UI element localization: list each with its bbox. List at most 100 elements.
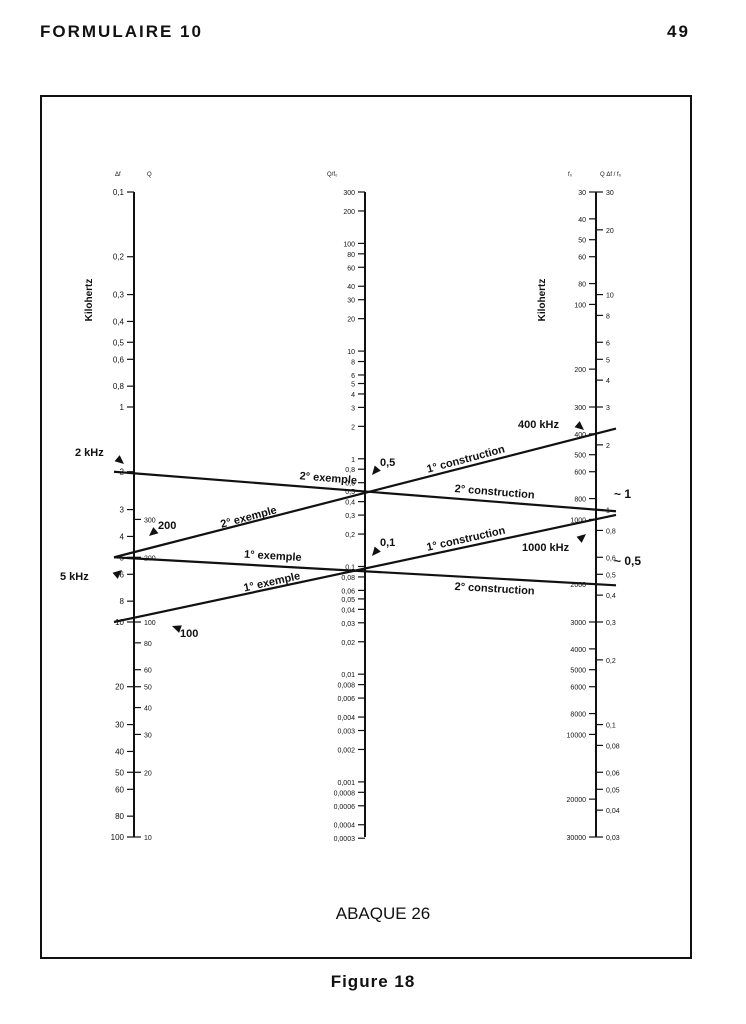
f0-axis-header: f₀ <box>568 172 573 178</box>
delta-f-tick-label: 80 <box>115 812 124 821</box>
q-over-f0-tick-label: 100 <box>343 241 355 248</box>
annotation-1000khz: 1000 kHz <box>522 542 570 554</box>
q-tick-label: 100 <box>144 620 156 627</box>
delta-f-tick-label: 4 <box>120 532 125 541</box>
q-over-f0-tick-label: 0,03 <box>341 621 355 628</box>
arrow-5khz <box>112 570 122 579</box>
f0-tick-label: 4000 <box>570 647 586 654</box>
q-over-f0-tick-label: 0,006 <box>337 696 355 703</box>
label-2-exemple-q: 2° exemple <box>219 504 278 530</box>
q-over-f0-tick-label: 0,5 <box>345 489 355 496</box>
q-over-f0-tick-label: 1 <box>351 457 355 464</box>
q-tick-label: 50 <box>144 685 152 692</box>
arrow-100 <box>172 625 182 633</box>
delta-f-tick-label: 10 <box>115 618 124 627</box>
q-over-f0-tick-label: 0,06 <box>341 588 355 595</box>
q-over-f0-tick-label: 0,8 <box>345 467 355 474</box>
delta-f-tick-label: 0,8 <box>113 382 125 391</box>
q-over-f0-tick-label: 0,002 <box>337 747 355 754</box>
q-tick-label: 20 <box>144 770 152 777</box>
q-over-f0-tick-label: 0,04 <box>341 607 355 614</box>
annotation-200: 200 <box>158 520 176 532</box>
q-delta-f-tick-label: 8 <box>606 313 610 320</box>
q-delta-f-axis-header: Q Δf / f₀ <box>600 172 622 178</box>
delta-f-tick-label: 60 <box>115 785 124 794</box>
f0-tick-label: 6000 <box>570 685 586 692</box>
delta-f-tick-label: 6 <box>120 570 125 579</box>
q-over-f0-tick-label: 0,05 <box>341 597 355 604</box>
q-delta-f-tick-label: 0,06 <box>606 770 620 777</box>
q-delta-f-tick-label: 6 <box>606 340 610 347</box>
f0-tick-label: 300 <box>574 405 586 412</box>
q-over-f0-tick-label: 30 <box>347 298 355 305</box>
q-delta-f-tick-label: 5 <box>606 357 610 364</box>
q-over-f0-tick-label: 10 <box>347 349 355 356</box>
page-header: FORMULAIRE 10 <box>40 22 203 41</box>
q-delta-f-tick-label: 0,1 <box>606 723 616 730</box>
delta-f-tick-label: 20 <box>115 683 124 692</box>
q-delta-f-tick-label: 3 <box>606 405 610 412</box>
left-unit-label: Kilohertz <box>84 279 95 322</box>
chart-title: ABAQUE 26 <box>336 904 431 923</box>
construction-line-1-exemple <box>113 556 617 587</box>
delta-f-tick-label: 0,1 <box>113 188 125 197</box>
q-delta-f-tick-label: 0,05 <box>606 787 620 794</box>
f0-tick-label: 500 <box>574 453 586 460</box>
q-over-f0-tick-label: 0,4 <box>345 500 355 507</box>
q-over-f0-tick-label: 0,003 <box>337 729 355 736</box>
label-1-construction-lower: 1° construction <box>426 525 507 554</box>
q-delta-f-tick-label: 30 <box>606 190 614 197</box>
f0-tick-label: 100 <box>574 302 586 309</box>
f0-tick-label: 60 <box>578 255 586 262</box>
f0-tick-label: 5000 <box>570 668 586 675</box>
q-delta-f-tick-label: 0,04 <box>606 808 620 815</box>
q-over-f0-tick-label: 8 <box>351 360 355 367</box>
delta-f-tick-label: 0,6 <box>113 355 125 364</box>
label-2-construction-lower: 2° construction <box>454 581 535 598</box>
arrow-200 <box>149 527 159 536</box>
q-over-f0-tick-label: 0,08 <box>341 575 355 582</box>
q-delta-f-tick-label: 0,8 <box>606 528 616 535</box>
q-delta-f-tick-label: 0,2 <box>606 658 616 665</box>
arrow-400khz <box>574 421 584 430</box>
q-over-f0-tick-label: 200 <box>343 209 355 216</box>
q-over-f0-tick-label: 5 <box>351 382 355 389</box>
annotation-0-1: 0,1 <box>380 537 395 549</box>
q-over-f0-tick-label: 0,2 <box>345 532 355 539</box>
middle-axis-header: Q/f₀ <box>327 172 338 178</box>
chart-frame <box>40 95 692 959</box>
delta-f-tick-label: 0,3 <box>113 291 125 300</box>
q-delta-f-tick-label: 2 <box>606 443 610 450</box>
q-delta-f-tick-label: 0,03 <box>606 835 620 842</box>
q-tick-label: 40 <box>144 706 152 713</box>
q-over-f0-tick-label: 60 <box>347 265 355 272</box>
q-delta-f-tick-label: 10 <box>606 293 614 300</box>
label-1-exemple: 1° exemple <box>244 549 302 564</box>
q-over-f0-tick-label: 0,02 <box>341 640 355 647</box>
page-number: 49 <box>667 22 690 41</box>
f0-tick-label: 2000 <box>570 582 586 589</box>
f0-tick-label: 600 <box>574 470 586 477</box>
q-over-f0-tick-label: 0,01 <box>341 672 355 679</box>
annotation-0-5: 0,5 <box>380 457 395 469</box>
q-delta-f-tick-label: 0,5 <box>606 572 616 579</box>
f0-tick-label: 80 <box>578 282 586 289</box>
q-tick-label: 300 <box>144 517 156 524</box>
annotation-400khz: 400 kHz <box>518 419 559 431</box>
delta-f-tick-label: 30 <box>115 721 124 730</box>
label-2-exemple: 2° exemple <box>299 470 357 487</box>
q-over-f0-tick-label: 0,0006 <box>334 804 356 811</box>
q-delta-f-tick-label: 4 <box>606 378 610 385</box>
f0-tick-label: 1000 <box>570 517 586 524</box>
annotation-5khz: 5 kHz <box>60 571 89 583</box>
q-over-f0-tick-label: 300 <box>343 190 355 197</box>
arrow-0-5 <box>372 465 381 475</box>
delta-f-tick-label: 0,5 <box>113 338 125 347</box>
annotation-2khz: 2 kHz <box>75 447 104 459</box>
q-over-f0-tick-label: 4 <box>351 392 355 399</box>
q-over-f0-tick-label: 6 <box>351 373 355 380</box>
label-1-exemple-q: 1° exemple <box>243 570 302 594</box>
f0-tick-label: 8000 <box>570 712 586 719</box>
q-over-f0-tick-label: 0,001 <box>337 780 355 787</box>
figure-caption: Figure 18 <box>330 972 416 991</box>
